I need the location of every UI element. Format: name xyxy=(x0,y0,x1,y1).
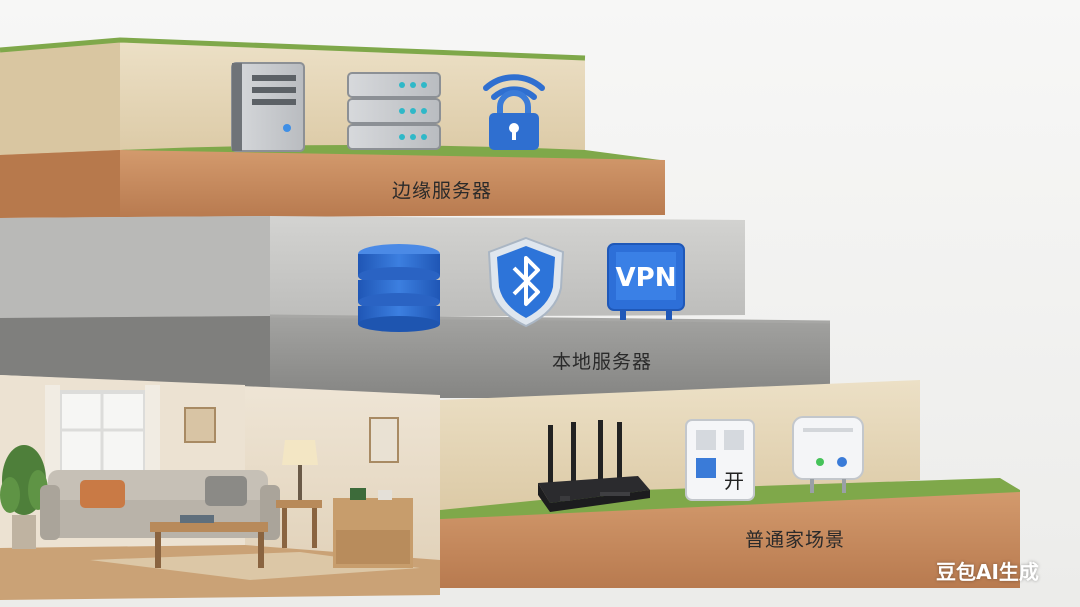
tower-server-icon xyxy=(232,63,304,151)
edge-tier xyxy=(0,40,665,218)
database-icon xyxy=(358,244,440,332)
rack-server-icon xyxy=(348,73,440,149)
home-scene-label: 普通家场景 xyxy=(745,525,845,552)
vpn-label: VPN xyxy=(616,263,677,293)
edge-server-label: 边缘服务器 xyxy=(392,176,492,203)
vpn-monitor-icon: VPN xyxy=(608,244,684,320)
switch-glyph: 开 xyxy=(724,469,744,493)
local-server-label: 本地服务器 xyxy=(552,347,652,374)
living-room-cutaway xyxy=(0,375,440,600)
smart-switch-panel-icon: 开 xyxy=(686,420,754,500)
watermark: 豆包AI生成 xyxy=(936,556,1039,585)
